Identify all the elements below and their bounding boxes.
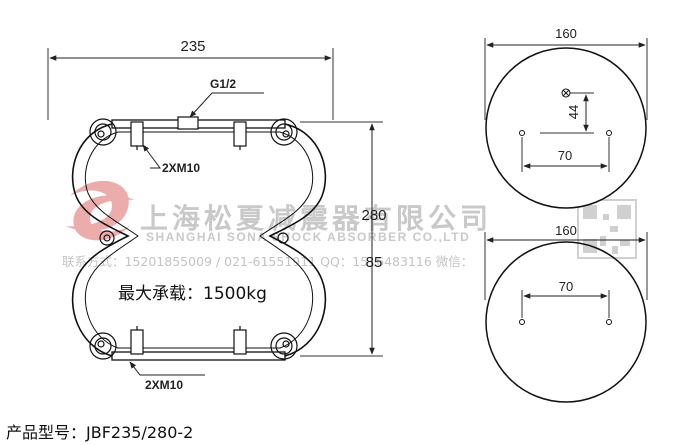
top-bolt-right [233, 121, 247, 150]
air-spring-side-view: 235 280 85 [47, 38, 387, 392]
top-bolt-left [130, 121, 144, 150]
bottom-plate-view: 160 70 [484, 223, 648, 403]
top-crimp-left [89, 118, 117, 146]
width-label: 235 [180, 38, 205, 55]
bottom-bolt-spacing-label: 70 [559, 279, 573, 294]
air-port-fitting [177, 116, 199, 130]
top-bolt-hole-left [519, 130, 525, 136]
model-number: 产品型号：JBF235/280-2 [6, 423, 193, 442]
port-label: G1/2 [210, 77, 236, 91]
girdle-ring-right [277, 232, 289, 244]
company-logo [66, 180, 134, 241]
bottom-crimp-right [270, 332, 298, 360]
height-label: 280 [361, 207, 386, 224]
bottom-bolts-label: 2XM10 [145, 378, 183, 392]
watermark-company-en: SHANGHAI SONA SHOCK ABSORBER CO.,LTD [146, 230, 470, 244]
bellows-inner-outline [84, 131, 314, 349]
bottom-bolt-hole-left [519, 319, 525, 325]
top-plate-view: 160 44 70 [484, 26, 648, 209]
top-bolts-label: 2XM10 [162, 161, 200, 175]
bottom-plate-circle [485, 241, 647, 403]
top-plate-circle [485, 47, 647, 209]
offset-label: 44 [566, 105, 581, 119]
top-bolt-spacing-label: 70 [558, 148, 572, 163]
top-bolts-leader [142, 144, 161, 169]
max-load-text: 最大承载：1500kg [118, 284, 267, 304]
top-bolt-hole-right [606, 130, 612, 136]
girdle-ring-left [99, 230, 115, 246]
bottom-bolt-right [233, 326, 247, 355]
qr-code-icon [577, 199, 637, 259]
bottom-crimp-left [89, 332, 117, 360]
bottom-bolt-hole-right [606, 319, 612, 325]
port-leader [189, 92, 264, 118]
top-diameter-label: 160 [555, 26, 577, 41]
bottom-diameter-label: 160 [555, 223, 577, 238]
top-crimp-right [270, 118, 298, 146]
pinch-label: 85 [366, 254, 383, 271]
watermark-contact: 联系方式：15201855009 / 021-61551911 QQ：15164… [62, 254, 473, 269]
bottom-bolt-left [130, 326, 144, 355]
bottom-bolts-leader [129, 361, 205, 376]
